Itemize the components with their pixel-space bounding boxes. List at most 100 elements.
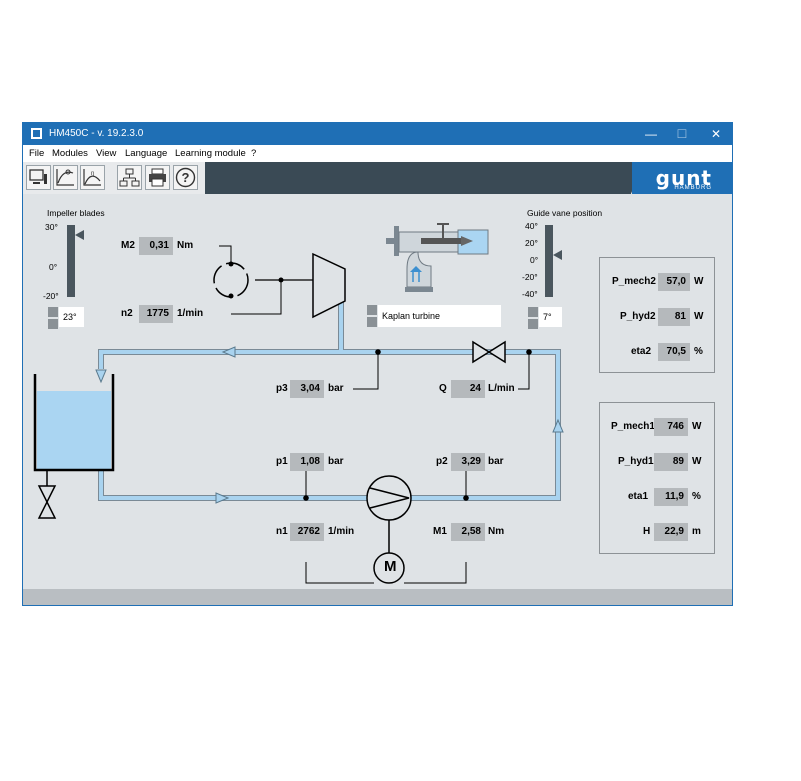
n2-value: 1775 bbox=[139, 305, 173, 323]
help-button[interactable]: ? bbox=[173, 165, 198, 190]
menu-learning-module[interactable]: Learning module bbox=[175, 148, 246, 159]
menu-file[interactable]: File bbox=[29, 148, 45, 159]
q-label: Q bbox=[439, 383, 447, 394]
p-hyd2-label: P_hyd2 bbox=[620, 311, 656, 322]
impeller-slider-track[interactable] bbox=[67, 225, 75, 297]
guide-vane-tick-minus20: -20° bbox=[522, 272, 538, 282]
help-icon: ? bbox=[175, 167, 196, 188]
guide-vane-spin-buttons[interactable] bbox=[528, 307, 538, 329]
menu-bar: File Modules View Language Learning modu… bbox=[23, 145, 732, 162]
process-schematic bbox=[33, 223, 564, 584]
chart-eta-icon: η bbox=[83, 169, 101, 186]
p-mech1-label: P_mech1 bbox=[611, 421, 655, 432]
eta2-value: 70,5 bbox=[658, 343, 690, 361]
p2-value: 3,29 bbox=[451, 453, 485, 471]
n1-label: n1 bbox=[276, 526, 288, 537]
status-bar bbox=[23, 589, 732, 605]
impeller-tick-0: 0° bbox=[49, 262, 58, 272]
p2-label: p2 bbox=[436, 456, 448, 467]
p3-value: 3,04 bbox=[290, 380, 324, 398]
p-hyd1-label: P_hyd1 bbox=[618, 456, 654, 467]
impeller-tick-minus20: -20° bbox=[43, 291, 59, 301]
p-mech1-value: 746 bbox=[654, 418, 688, 436]
title-bar: HM450C - v. 19.2.3.0 — ☐ ✕ bbox=[23, 123, 732, 145]
efficiency-chart-button[interactable]: η bbox=[80, 165, 105, 190]
guide-vane-slider-track[interactable] bbox=[545, 225, 553, 297]
svg-text:?: ? bbox=[182, 170, 190, 185]
turbine-spin-buttons[interactable] bbox=[367, 305, 377, 327]
impeller-title: Impeller blades bbox=[47, 208, 105, 218]
eta1-value: 11,9 bbox=[654, 488, 688, 506]
pump-icon bbox=[366, 475, 412, 521]
torque-sensor-2-icon bbox=[213, 262, 249, 298]
network-button[interactable] bbox=[117, 165, 142, 190]
guide-vane-slider-thumb[interactable] bbox=[553, 249, 563, 260]
m1-value: 2,58 bbox=[451, 523, 485, 541]
n2-unit: 1/min bbox=[177, 308, 204, 319]
guide-vane-title: Guide vane position bbox=[527, 208, 603, 218]
app-icon bbox=[31, 128, 42, 139]
maximize-button[interactable]: ☐ bbox=[676, 127, 688, 141]
turbine-type-field[interactable]: Kaplan turbine bbox=[378, 305, 501, 327]
menu-view[interactable]: View bbox=[96, 148, 117, 159]
head-value: 22,9 bbox=[654, 523, 688, 541]
m2-label: M2 bbox=[121, 240, 135, 251]
guide-vane-tick-40: 40° bbox=[525, 221, 538, 231]
print-button[interactable] bbox=[145, 165, 170, 190]
head-label: H bbox=[643, 526, 651, 537]
m1-unit: Nm bbox=[488, 526, 505, 537]
m2-unit: Nm bbox=[177, 240, 194, 251]
curve-chart-button[interactable] bbox=[53, 165, 78, 190]
head-unit: m bbox=[692, 526, 701, 537]
gunt-logo: gunt bbox=[655, 166, 712, 190]
menu-language[interactable]: Language bbox=[125, 148, 168, 159]
eta2-unit: % bbox=[694, 346, 703, 357]
monitor-button[interactable] bbox=[26, 165, 51, 190]
close-button[interactable]: ✕ bbox=[710, 127, 722, 141]
impeller-angle-field[interactable]: 23° bbox=[59, 307, 84, 327]
n1-unit: 1/min bbox=[328, 526, 355, 537]
minimize-button[interactable]: — bbox=[645, 127, 657, 141]
chart-curve-icon bbox=[56, 169, 74, 186]
p3-unit: bar bbox=[328, 383, 344, 394]
tank bbox=[33, 374, 115, 472]
m1-label: M1 bbox=[433, 526, 447, 537]
kaplan-turbine-illustration bbox=[386, 223, 489, 292]
q-value: 24 bbox=[451, 380, 485, 398]
p-mech2-value: 57,0 bbox=[658, 273, 690, 291]
guide-vane-tick-minus40: -40° bbox=[522, 289, 538, 299]
motor-icon bbox=[373, 552, 405, 584]
monitor-icon bbox=[29, 169, 47, 184]
toolbar: η ? gunt HAMBURG bbox=[23, 162, 732, 194]
p3-label: p3 bbox=[276, 383, 288, 394]
p-hyd1-unit: W bbox=[692, 456, 702, 467]
eta2-label: eta2 bbox=[631, 346, 652, 357]
p-hyd1-value: 89 bbox=[654, 453, 688, 471]
app-window: HM450C - v. 19.2.3.0 — ☐ ✕ File Modules … bbox=[22, 122, 733, 606]
p-mech2-unit: W bbox=[694, 276, 704, 287]
menu-modules[interactable]: Modules bbox=[52, 148, 88, 159]
impeller-spin-buttons[interactable] bbox=[48, 307, 58, 329]
n2-label: n2 bbox=[121, 308, 133, 319]
turbine-results-panel: P_mech2 57,0 W P_hyd2 81 W eta2 70,5 % bbox=[599, 257, 715, 373]
svg-text:η: η bbox=[91, 171, 94, 177]
p2-unit: bar bbox=[488, 456, 504, 467]
m2-value: 0,31 bbox=[139, 237, 173, 255]
p-mech2-label: P_mech2 bbox=[612, 276, 656, 287]
eta1-label: eta1 bbox=[628, 491, 649, 502]
p1-value: 1,08 bbox=[290, 453, 324, 471]
impeller-slider-thumb[interactable] bbox=[75, 230, 85, 241]
network-icon bbox=[119, 168, 140, 187]
tank-water bbox=[37, 391, 111, 469]
menu-help[interactable]: ? bbox=[251, 148, 257, 159]
q-unit: L/min bbox=[488, 383, 515, 394]
p1-unit: bar bbox=[328, 456, 344, 467]
throttle-valve-icon bbox=[472, 340, 491, 364]
printer-icon bbox=[149, 168, 166, 187]
window-title: HM450C - v. 19.2.3.0 bbox=[49, 128, 144, 139]
p-mech1-unit: W bbox=[692, 421, 702, 432]
n1-value: 2762 bbox=[290, 523, 324, 541]
eta1-unit: % bbox=[692, 491, 701, 502]
guide-vane-angle-field[interactable]: 7° bbox=[539, 307, 562, 327]
drain-valve-icon bbox=[37, 485, 57, 504]
